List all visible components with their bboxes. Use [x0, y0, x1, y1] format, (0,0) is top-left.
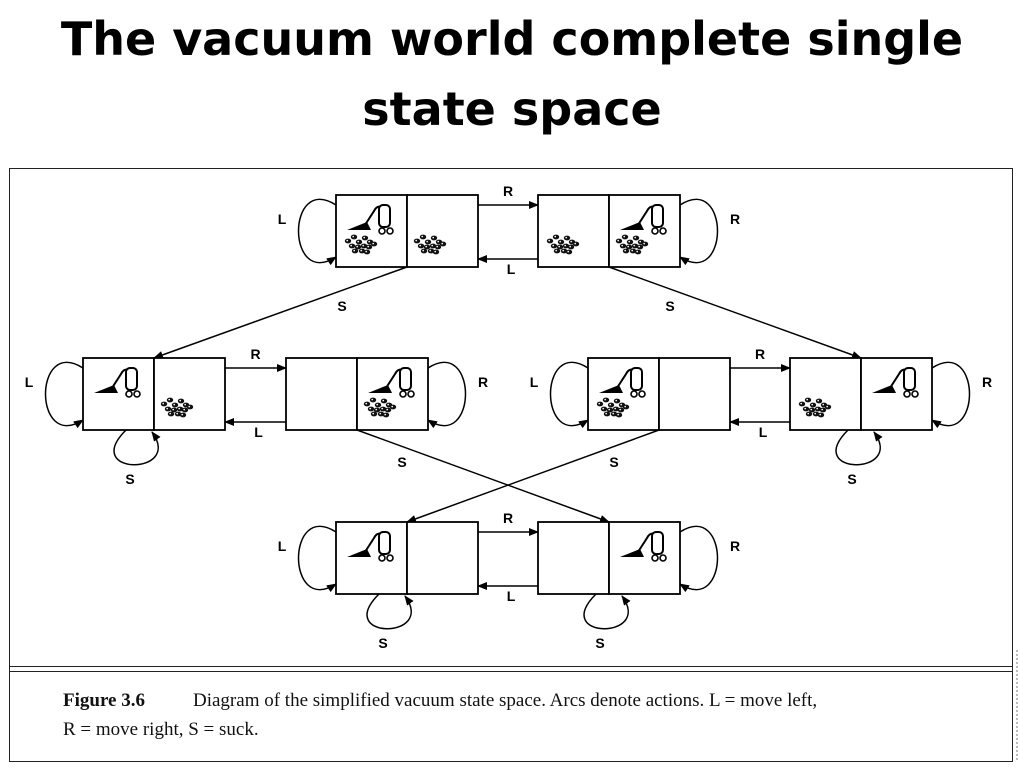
suck-loop-label: S	[378, 635, 387, 651]
vacuum-icon	[872, 367, 919, 398]
right-action-label: R	[503, 183, 513, 199]
suck-self-loop	[366, 593, 414, 630]
figure-divider-second	[9, 671, 1013, 672]
vacuum-icon	[347, 531, 394, 562]
left-loop-label: L	[278, 211, 287, 227]
suck-action-label: S	[397, 454, 406, 470]
vacuum-icon	[368, 367, 415, 398]
vacuum-icon	[620, 531, 667, 562]
figure-divider	[9, 666, 1013, 667]
left-action-label: L	[759, 424, 768, 440]
vacuum-icon	[599, 367, 646, 398]
left-self-loop	[44, 361, 84, 429]
state-1	[335, 194, 479, 268]
caption-line-1: Figure 3.6 Diagram of the simplified vacu…	[63, 686, 993, 715]
left-self-loop	[297, 525, 337, 593]
caption-line-2: R = move right, S = suck.	[63, 719, 259, 740]
suck-self-loop	[583, 593, 631, 630]
dirt-icon	[546, 234, 580, 255]
suck-loop-label: S	[847, 471, 856, 487]
state-3	[82, 357, 226, 431]
suck-action-label: S	[609, 454, 618, 470]
right-loop-label: R	[730, 211, 740, 227]
suck-action-label: S	[337, 298, 346, 314]
right-square	[860, 357, 933, 431]
right-self-loop	[427, 361, 467, 429]
suck-loop-label: S	[125, 471, 134, 487]
right-square	[608, 521, 681, 595]
slide-title: The vacuum world complete single state s…	[60, 12, 964, 136]
suck-arrow	[406, 429, 660, 523]
scan-edge-marks	[1016, 650, 1021, 760]
right-square	[406, 521, 479, 595]
dirt-icon	[413, 234, 447, 255]
right-square	[153, 357, 226, 431]
right-self-loop	[679, 198, 719, 266]
right-self-loop	[679, 525, 719, 593]
figure-frame	[9, 168, 1013, 762]
dirt-icon	[798, 397, 832, 418]
state-2	[537, 194, 681, 268]
right-square	[658, 357, 731, 431]
state-4	[285, 357, 429, 431]
state-6	[789, 357, 933, 431]
dirt-icon	[344, 234, 378, 255]
left-action-label: L	[507, 261, 516, 277]
figure-caption: Figure 3.6 Diagram of the simplified vacu…	[63, 686, 993, 744]
right-action-label: R	[250, 346, 260, 362]
right-square	[406, 194, 479, 268]
left-loop-label: L	[25, 374, 34, 390]
left-square	[335, 521, 408, 595]
state-5	[587, 357, 731, 431]
left-square	[537, 521, 610, 595]
suck-self-loop	[113, 429, 161, 466]
left-loop-label: L	[530, 374, 539, 390]
left-square	[335, 194, 408, 268]
state-7	[335, 521, 479, 595]
left-self-loop	[549, 361, 589, 429]
right-loop-label: R	[478, 374, 488, 390]
action-labels: R L R L R L R L S S S S L R L S R L R S L S R S	[25, 183, 992, 651]
caption-figure-label: Figure 3.6	[63, 690, 145, 711]
suck-self-loop	[835, 429, 883, 466]
suck-arrow	[153, 266, 408, 359]
left-action-label: L	[254, 424, 263, 440]
vacuum-icon	[620, 204, 667, 235]
right-loop-label: R	[982, 374, 992, 390]
right-square	[356, 357, 429, 431]
left-square	[82, 357, 155, 431]
transition-arrows	[44, 198, 971, 630]
left-square	[537, 194, 610, 268]
right-action-label: R	[755, 346, 765, 362]
suck-loop-label: S	[595, 635, 604, 651]
left-self-loop	[297, 198, 337, 266]
right-square	[608, 194, 681, 268]
left-square	[285, 357, 358, 431]
left-loop-label: L	[278, 538, 287, 554]
dirt-icon	[615, 234, 649, 255]
right-loop-label: R	[730, 538, 740, 554]
right-self-loop	[931, 361, 971, 429]
vacuum-icon	[94, 367, 141, 398]
state-8	[537, 521, 681, 595]
dirt-icon	[363, 397, 397, 418]
left-square	[587, 357, 660, 431]
suck-action-label: S	[665, 298, 674, 314]
dirt-icon	[160, 397, 194, 418]
suck-arrow	[608, 266, 862, 359]
vacuum-icon	[347, 204, 394, 235]
state-boxes	[82, 194, 933, 595]
caption-text-1: Diagram of the simplified vacuum state s…	[193, 690, 818, 711]
left-square	[789, 357, 862, 431]
dirt-icon	[596, 397, 630, 418]
left-action-label: L	[507, 588, 516, 604]
suck-arrow	[356, 429, 610, 523]
right-action-label: R	[503, 510, 513, 526]
